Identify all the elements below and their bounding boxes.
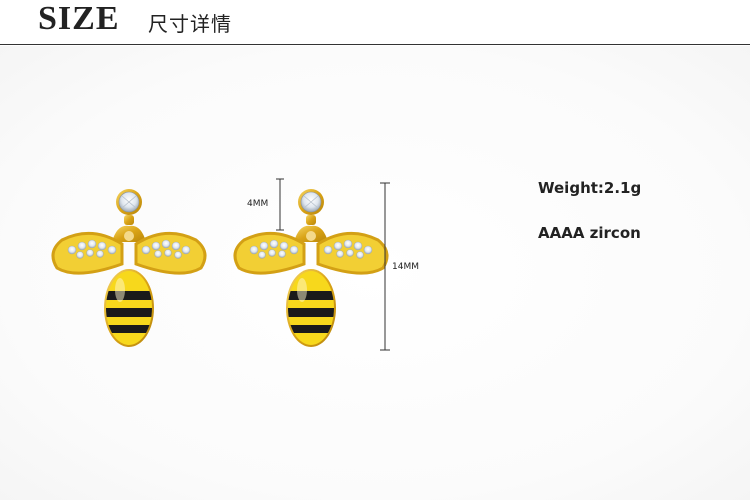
material-spec: AAAA zircon [538,224,641,242]
bee-earring-left-image [51,189,207,347]
stone-height-label: 4MM [247,199,269,209]
header-divider [0,44,750,45]
header: SIZE 尺寸详情 [0,0,750,46]
size-title: SIZE [38,0,120,37]
bee-earring-right-image [233,189,389,347]
dimension-lines [276,178,390,351]
weight-spec: Weight:2.1g [538,179,642,197]
size-title-chinese: 尺寸详情 [148,12,232,36]
total-height-label: 14MM [392,262,419,272]
